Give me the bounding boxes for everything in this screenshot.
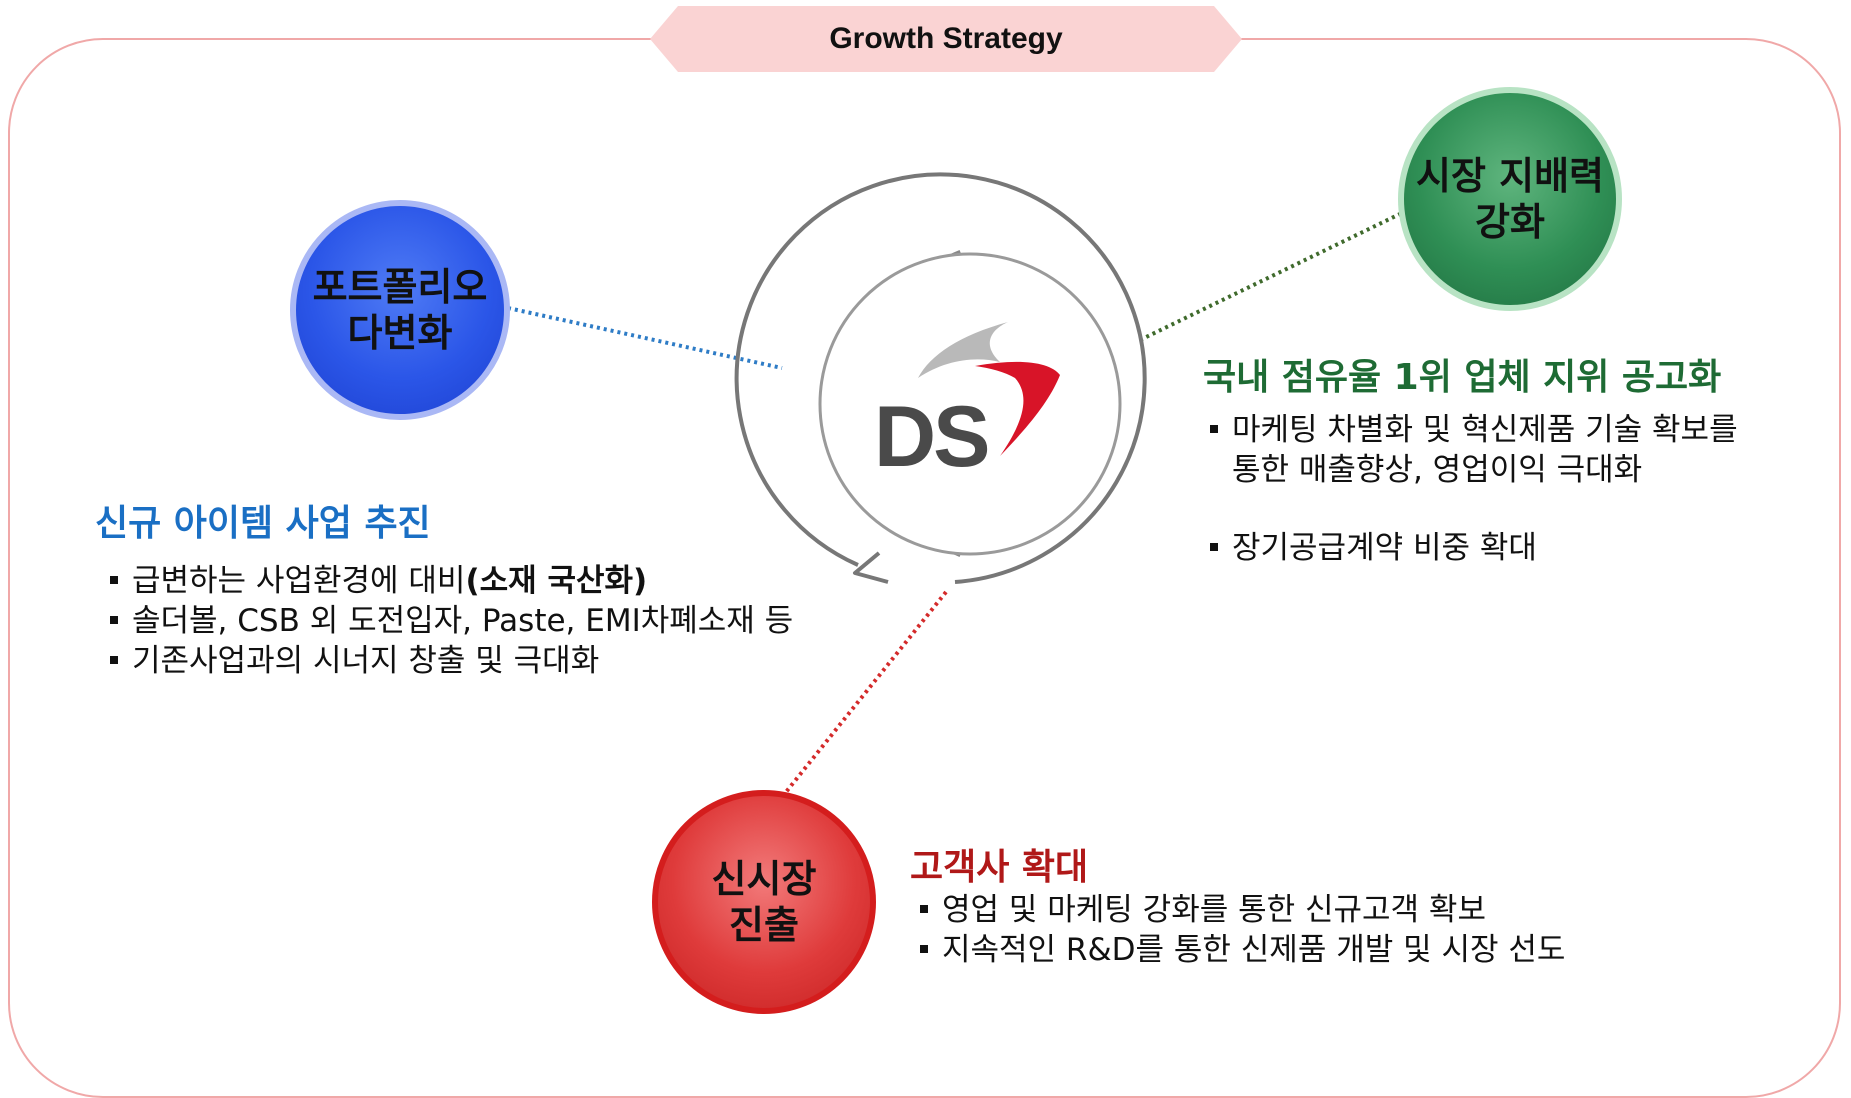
logo-swoosh-red — [975, 361, 1060, 456]
connector-green — [1139, 210, 1405, 342]
node-market-dominance: 시장 지배력 강화 — [1398, 87, 1622, 311]
heading-new-items: 신규 아이템 사업 추진 — [95, 503, 431, 544]
list-item: 마케팅 차별화 및 혁신제품 기술 확보를 통한 매출향상, 영업이익 극대화 — [1210, 410, 1738, 490]
node-market-line1: 시장 지배력 — [1415, 153, 1605, 198]
node-portfolio-diversification: 포트폴리오 다변화 — [290, 200, 510, 420]
list-item: 솔더볼, CSB 외 도전입자, Paste, EMI차폐소재 등 — [110, 601, 793, 641]
logo-swoosh-gray — [918, 322, 1008, 378]
list-domestic-top: 마케팅 차별화 및 혁신제품 기술 확보를 통한 매출향상, 영업이익 극대화 … — [1210, 410, 1738, 568]
list-item: 장기공급계약 비중 확대 — [1210, 528, 1738, 568]
heading-customers: 고객사 확대 — [910, 847, 1089, 888]
list-customers: 영업 및 마케팅 강화를 통한 신규고객 확보 지속적인 R&D를 통한 신제품… — [920, 890, 1565, 970]
node-newmarket-line1: 신시장 — [711, 856, 817, 901]
diagram-graphics — [507, 172, 1405, 794]
list-item: 기존사업과의 시너지 창출 및 극대화 — [110, 641, 793, 681]
logo-disk — [818, 252, 1122, 556]
node-portfolio-line1: 포트폴리오 — [312, 264, 488, 309]
heading-domestic-top: 국내 점유율 1위 업체 지위 공고화 — [1203, 357, 1722, 398]
list-item: 지속적인 R&D를 통한 신제품 개발 및 시장 선도 — [920, 930, 1565, 970]
node-new-market-entry: 신시장 진출 — [652, 790, 876, 1014]
list-item: 영업 및 마케팅 강화를 통한 신규고객 확보 — [920, 890, 1565, 930]
list-item: 급변하는 사업환경에 대비(소재 국산화) — [110, 561, 793, 601]
list-new-items: 급변하는 사업환경에 대비(소재 국산화) 솔더볼, CSB 외 도전입자, P… — [110, 561, 793, 681]
node-newmarket-line2: 진출 — [729, 903, 799, 947]
outer-cycle-arc — [734, 172, 1147, 584]
cycle-arrowhead — [853, 551, 889, 584]
connector-red — [784, 590, 948, 794]
banner-title: Growth Strategy — [829, 22, 1063, 55]
node-portfolio-line2: 다변화 — [347, 311, 453, 355]
ds-logo-text: DS — [874, 389, 990, 485]
title-banner: Growth Strategy — [650, 6, 1242, 72]
node-market-line2: 강화 — [1475, 200, 1545, 244]
